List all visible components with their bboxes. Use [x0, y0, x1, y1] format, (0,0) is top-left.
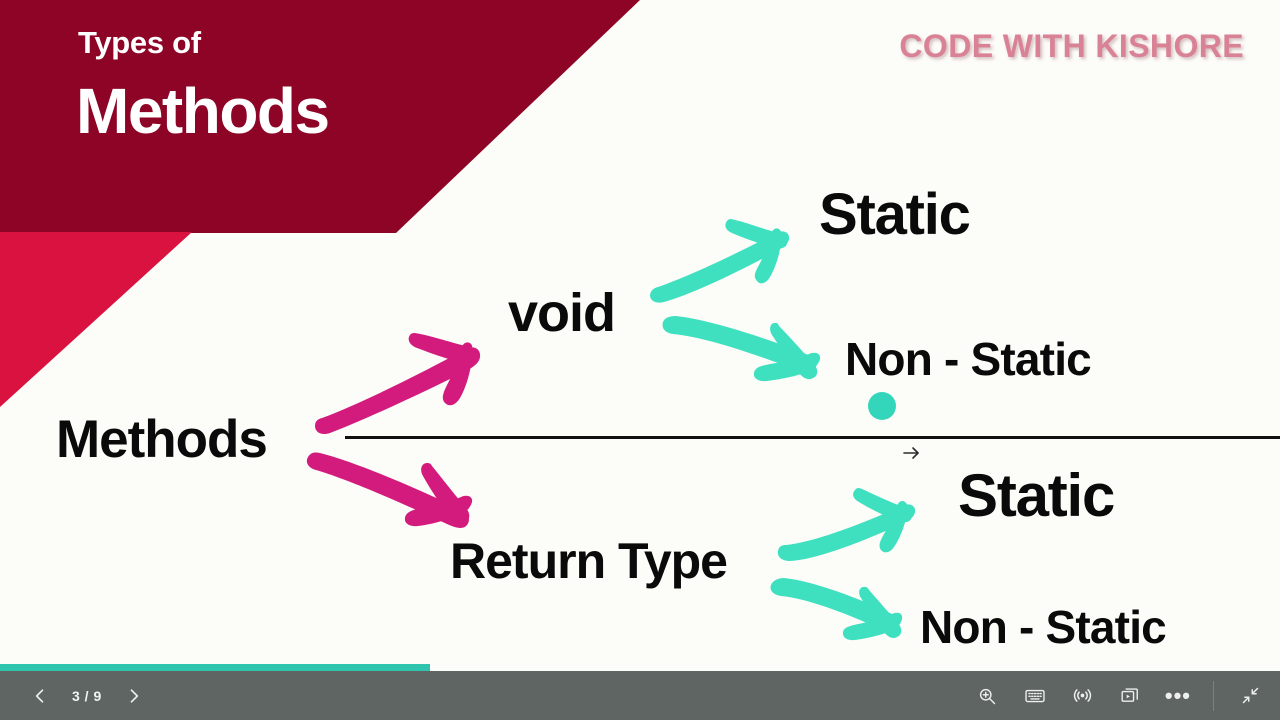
diagram-node-return-type-non-static: Non - Static: [920, 601, 1167, 653]
arrow-void-to-non-static: [662, 316, 821, 382]
arrow-void-to-static: [650, 219, 790, 303]
diagram-node-void: void: [508, 283, 616, 343]
keyboard-icon[interactable]: [1021, 682, 1049, 710]
page-indicator: 3 / 9: [72, 687, 102, 704]
channel-branding-watermark: CODE WITH KISHORE: [899, 28, 1244, 64]
arrow-methods-to-return-type: [306, 452, 473, 528]
more-options-icon[interactable]: •••: [1164, 682, 1191, 708]
toolbar-separator: [1213, 680, 1214, 711]
diagram-node-void-non-static: Non - Static: [845, 333, 1092, 385]
slide-title-line-2: Methods: [76, 75, 330, 147]
previous-slide-button[interactable]: [26, 682, 54, 710]
toolbar-navigation-group: 3 / 9: [26, 682, 148, 710]
right-arrow-annotation-icon: [900, 441, 924, 465]
slide-title-line-1: Types of: [78, 25, 201, 60]
toolbar-tools-group: •••: [973, 680, 1264, 711]
title-banner-crimson-accent: [0, 232, 192, 407]
laser-pointer-icon[interactable]: [1069, 682, 1097, 710]
diagram-node-return-type-static: Static: [958, 462, 1115, 529]
diagram-node-return-type: Return Type: [450, 533, 728, 589]
presentation-toolbar: 3 / 9: [0, 671, 1280, 720]
diagram-node-void-static: Static: [819, 182, 971, 247]
teal-dot-marker: [868, 392, 896, 420]
exit-fullscreen-icon[interactable]: [1236, 682, 1264, 710]
zoom-in-icon[interactable]: [973, 682, 1001, 710]
present-windows-icon[interactable]: [1117, 682, 1145, 710]
next-slide-button[interactable]: [120, 682, 148, 710]
section-divider-line: [345, 436, 1280, 439]
arrow-return-type-to-non-static: [770, 578, 903, 641]
arrow-methods-to-void: [315, 333, 481, 435]
arrow-return-type-to-static: [777, 488, 916, 561]
slide-progress-fill: [0, 664, 431, 671]
diagram-node-methods: Methods: [56, 410, 268, 469]
slide-progress-track[interactable]: [0, 664, 1280, 671]
slide-canvas: Types of Methods CODE WITH KISHORE: [0, 0, 1280, 672]
